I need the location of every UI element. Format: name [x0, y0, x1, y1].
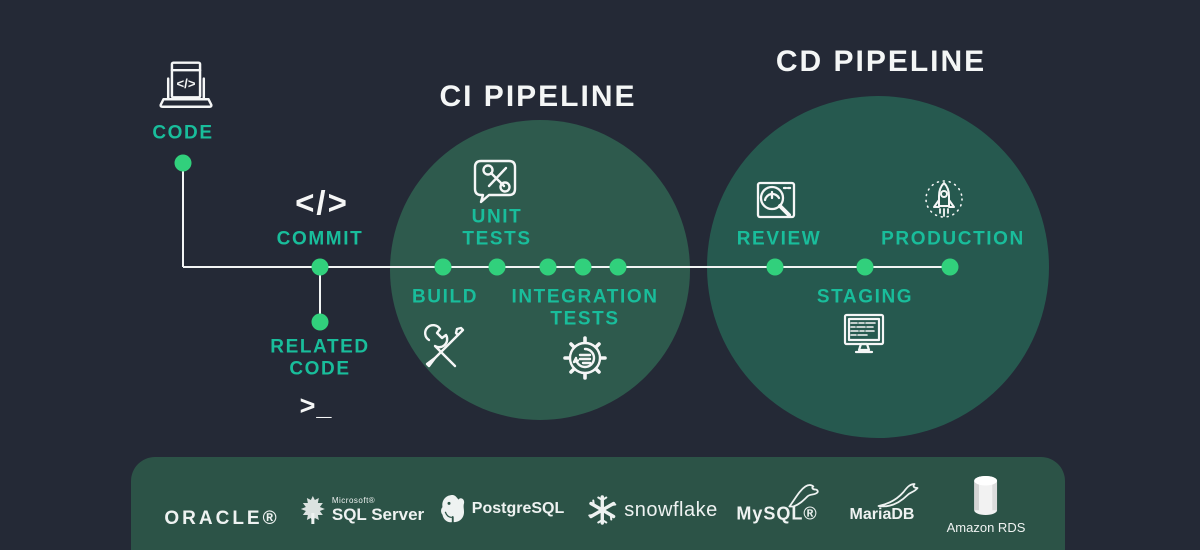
mysql-logo-text: MySQL®	[736, 503, 818, 524]
amazon-rds-logo-text: Amazon RDS	[946, 520, 1026, 535]
integration-tests-dot-3	[609, 258, 627, 276]
sql-server-logo-text: SQL Server	[331, 505, 425, 524]
code-label: CODE	[152, 122, 214, 144]
code-brackets-icon: </>	[295, 184, 349, 221]
review-dot	[766, 258, 784, 276]
svg-text:</>: </>	[177, 76, 196, 91]
related-code-dot	[311, 313, 329, 331]
postgresql-logo-text: PostgreSQL	[471, 500, 565, 517]
mysql-dolphin-icon	[788, 484, 819, 508]
amazon-rds-logo: Amazon RDS	[946, 475, 1026, 535]
review-label: REVIEW	[736, 228, 822, 250]
commit-label: COMMIT	[276, 228, 364, 250]
snowflake-icon	[588, 495, 617, 525]
staging-dot	[856, 258, 874, 276]
mariadb-logo-text: MariaDB	[849, 506, 915, 523]
terminal-prompt-icon: >_	[299, 390, 333, 421]
related-code-label-line1: RELATED	[270, 336, 370, 358]
tools-speech-bubble-icon	[470, 155, 522, 207]
laptop-code-icon: </>	[156, 58, 216, 118]
cd-pipeline-title: CD PIPELINE	[775, 45, 987, 78]
commit-dot	[311, 258, 329, 276]
unit-tests-label-line2: TESTS	[462, 228, 532, 249]
mariadb-logo: MariaDB	[849, 483, 919, 524]
build-label: BUILD	[411, 286, 479, 308]
postgresql-logo: PostgreSQL	[438, 493, 564, 525]
code-dot	[174, 154, 192, 172]
timeline-line	[183, 266, 950, 268]
sql-server-tree-icon	[300, 496, 325, 524]
related-code-label-line2: CODE	[289, 358, 351, 379]
unit-tests-label-line1: UNIT	[471, 206, 523, 228]
sql-server-logo: Microsoft® SQL Server	[300, 495, 424, 525]
integration-tests-dot-1	[539, 258, 557, 276]
related-code-label: RELATED CODE	[270, 337, 370, 380]
mariadb-seal-icon	[877, 483, 919, 508]
rocket-icon	[918, 177, 970, 229]
code-branch-line	[182, 163, 184, 267]
ci-pipeline-title: CI PIPELINE	[439, 80, 637, 113]
unit-tests-dot	[488, 258, 506, 276]
related-code-branch-line	[319, 267, 321, 322]
integration-tests-dot-2	[574, 258, 592, 276]
gear-chat-icon	[557, 330, 613, 386]
magnifier-gauge-icon	[750, 177, 800, 227]
snowflake-logo: snowflake	[586, 494, 717, 526]
production-dot	[941, 258, 959, 276]
postgresql-elephant-icon	[441, 494, 465, 523]
integration-tests-label-line2: TESTS	[550, 308, 620, 329]
mysql-logo: MySQL®	[736, 484, 819, 525]
crossed-tools-icon	[422, 323, 470, 371]
snowflake-logo-text: snowflake	[624, 498, 718, 521]
staging-label: STAGING	[816, 286, 914, 308]
monitor-code-icon	[840, 310, 888, 358]
integration-tests-label-line1: INTEGRATION	[511, 286, 659, 308]
build-dot	[434, 258, 452, 276]
sql-server-brand-text: Microsoft®	[331, 496, 376, 505]
oracle-logo: ORACLE®	[164, 508, 279, 530]
unit-tests-label: UNIT TESTS	[462, 207, 531, 250]
oracle-logo-text: ORACLE®	[164, 508, 280, 529]
database-logo-bar: ORACLE® Microsoft® SQL Server PostgreSQL	[131, 457, 1065, 550]
database-cylinder-icon	[974, 476, 998, 515]
production-label: PRODUCTION	[881, 228, 1025, 250]
integration-tests-label: INTEGRATION TESTS	[511, 287, 658, 330]
